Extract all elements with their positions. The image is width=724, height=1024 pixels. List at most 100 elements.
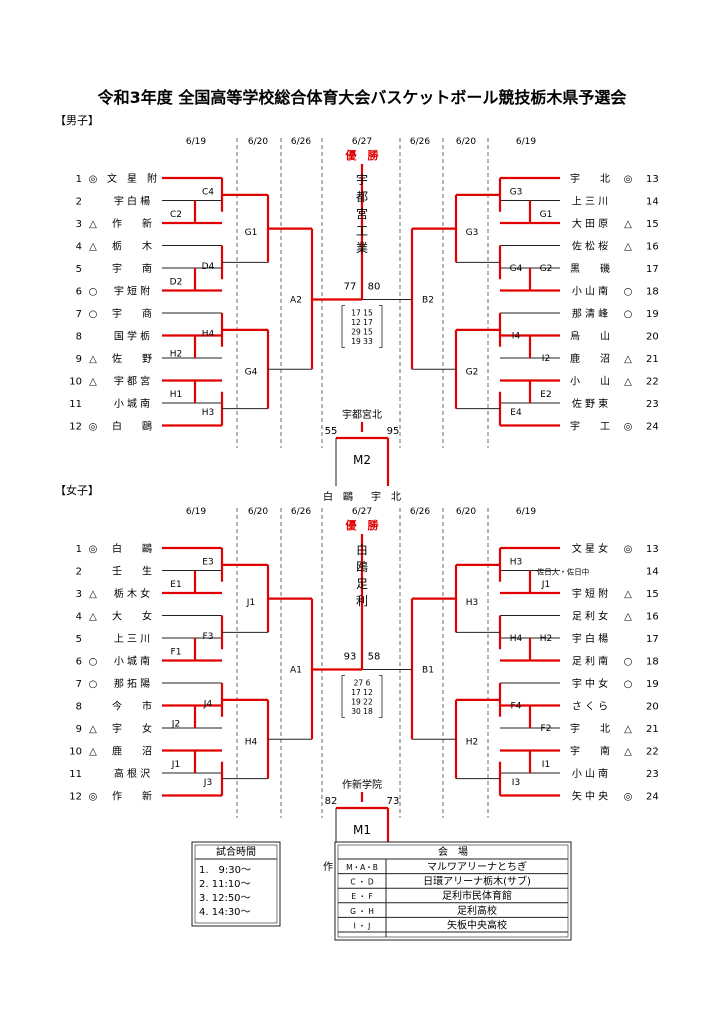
round-date: 6/20: [248, 507, 268, 517]
game-code: I4: [512, 332, 521, 342]
team-name: 宇 中 女: [572, 677, 608, 690]
team-name: 小 城 南: [114, 655, 150, 668]
team-name: 佐日大・佐日中: [537, 567, 590, 577]
team-name: 栃 木 女: [114, 587, 150, 600]
team-number: 16: [646, 612, 659, 623]
seed-mark: ◎: [89, 174, 98, 185]
team-number: 11: [69, 399, 82, 410]
team-name: 白 鷗: [112, 420, 152, 433]
round-date: 6/20: [456, 507, 476, 517]
game-code: F4: [511, 702, 522, 712]
final-score: 93: [344, 652, 357, 663]
venue-name: マルワアリーナとちぎ: [427, 860, 527, 873]
team-name: 鹿 沼: [570, 352, 610, 365]
team-number: 22: [646, 377, 659, 388]
third-team: 白 鷗: [323, 490, 353, 503]
game-code: H3: [202, 408, 215, 418]
team-name: 壬 生: [112, 565, 152, 578]
seed-mark: ◎: [624, 544, 633, 555]
team-name: 宇 工: [570, 420, 610, 433]
seed-mark: △: [624, 242, 632, 253]
game-code: F1: [171, 648, 182, 658]
game-code: F2: [541, 724, 552, 734]
seed-mark: △: [89, 219, 97, 230]
game-code: E2: [540, 390, 551, 400]
team-number: 7: [76, 309, 82, 320]
game-code: G1: [245, 228, 258, 238]
venue-code: G ・ H: [350, 907, 374, 916]
game-code: G4: [245, 368, 258, 378]
venue-name: 日環アリーナ栃木(サブ): [423, 875, 531, 888]
final-score: 77: [344, 282, 357, 293]
team-name: 那 拓 陽: [114, 678, 150, 690]
team-number: 19: [646, 309, 659, 320]
champion-label: 優 勝: [345, 518, 380, 532]
game-code: H4: [510, 634, 523, 644]
seed-mark: △: [89, 612, 97, 623]
game-code: H2: [540, 634, 553, 644]
schedule-table: [191, 841, 281, 927]
team-name: 足 利 南: [572, 655, 608, 668]
team-number: 23: [646, 769, 659, 780]
game-code: B2: [422, 296, 434, 306]
seed-mark: △: [624, 354, 632, 365]
team-number: 20: [646, 702, 659, 713]
team-number: 1: [76, 174, 82, 185]
venue-code: C ・ D: [350, 878, 374, 887]
round-date: 6/20: [456, 137, 476, 147]
game-code: E4: [510, 408, 522, 418]
team-name: 那 清 峰: [572, 307, 608, 320]
team-name: 小 山 南: [572, 767, 608, 780]
seed-mark: △: [89, 354, 97, 365]
team-number: 8: [76, 702, 82, 713]
third-place-winner: 作新学院: [342, 778, 382, 791]
quarter-score: 30 18: [351, 707, 373, 716]
team-number: 17: [646, 264, 659, 275]
team-number: 3: [76, 219, 82, 230]
game-code: H3: [466, 598, 479, 608]
team-number: 13: [646, 544, 659, 555]
section-label: 【女子】: [55, 483, 99, 497]
quarter-bracket: [341, 675, 383, 718]
page-title: 令和3年度 全国高等学校総合体育大会バスケットボール競技栃木県予選会: [97, 88, 627, 107]
team-number: 4: [76, 242, 82, 253]
venue-inner: [337, 844, 569, 938]
team-number: 23: [646, 399, 659, 410]
quarter-score: 12 17: [351, 318, 373, 327]
game-code: H2: [466, 738, 479, 748]
team-name: 宇 短 附: [114, 285, 150, 298]
team-number: 24: [646, 792, 659, 803]
game-code: C2: [170, 210, 182, 220]
team-number: 21: [646, 354, 659, 365]
game-code: J3: [203, 778, 212, 788]
round-date: 6/26: [410, 137, 430, 147]
team-name: 栃 木: [112, 240, 152, 253]
team-number: 18: [646, 657, 659, 668]
round-date: 6/26: [410, 507, 430, 517]
champion-name: 白: [356, 542, 368, 557]
round-date: 6/26: [291, 507, 311, 517]
champion-name: 鴎: [356, 560, 368, 574]
team-number: 12: [69, 422, 82, 433]
seed-mark: ◎: [89, 422, 98, 433]
champion-name: 利: [356, 594, 368, 608]
game-code: C4: [202, 188, 214, 198]
seed-mark: ◎: [624, 174, 633, 185]
seed-mark: ○: [624, 679, 633, 690]
champion-name: 宇: [356, 173, 368, 187]
team-name: 宇 商: [112, 307, 152, 320]
third-place-winner: 宇都宮北: [342, 408, 382, 421]
game-code: G1: [540, 210, 553, 220]
team-number: 20: [646, 332, 659, 343]
quarter-score: 19 33: [351, 337, 373, 346]
round-date: 6/26: [291, 137, 311, 147]
team-number: 13: [646, 174, 659, 185]
third-team: 宇 北: [371, 490, 401, 503]
game-label: M1: [353, 823, 371, 837]
team-name: 足 利 女: [572, 610, 608, 623]
champion-name: 業: [356, 241, 368, 255]
team-number: 5: [76, 264, 82, 275]
venue-name: 足利高校: [457, 904, 497, 917]
team-number: 17: [646, 634, 659, 645]
